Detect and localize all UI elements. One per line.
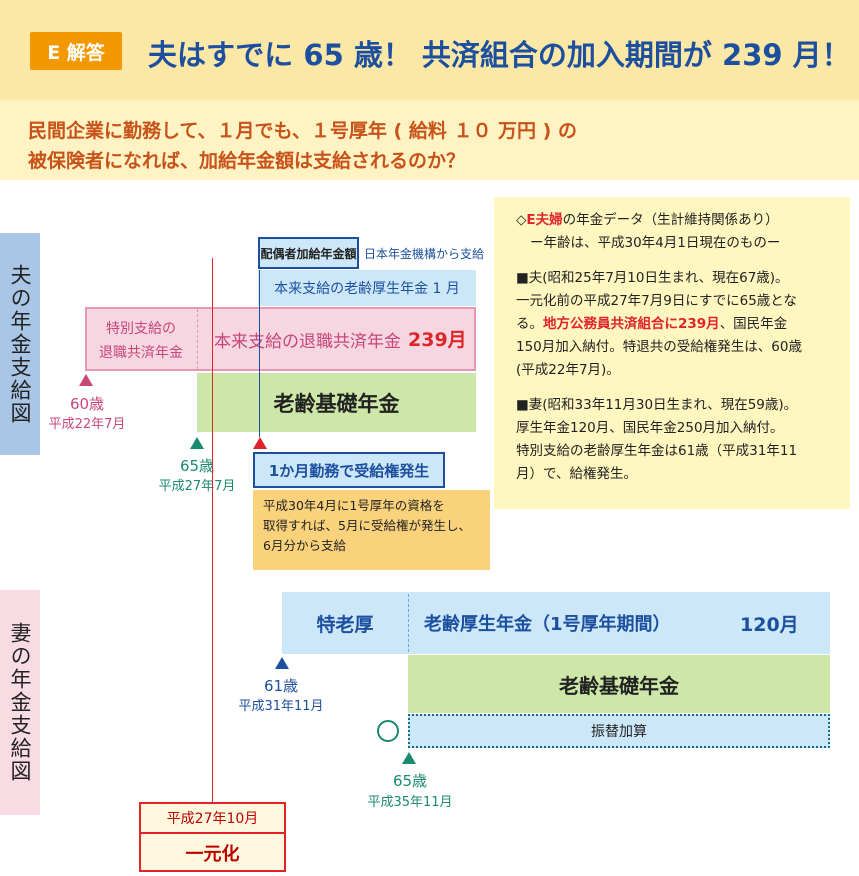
old-age-employee-pension-1-month: 本来支給の老齢厚生年金 1 月 — [258, 270, 476, 306]
transfer-addition: 振替加算 — [408, 714, 830, 748]
wife-basic-pension: 老齢基礎年金 — [408, 655, 830, 713]
info-husband-1: ■夫(昭和25年7月10日生まれ、現在67歳)。 — [516, 270, 789, 286]
wife-age61-date: 平成31年11月 — [238, 698, 324, 714]
info-husband-3-prefix: る。 — [516, 316, 543, 332]
info-husband-3: る。地方公務員共済組合に239月、国民年金 — [516, 313, 832, 336]
answer-badge: E 解答 — [30, 32, 122, 70]
info-husband-2: 一元化前の平成27年7月9日にすでに65歳とな — [516, 293, 797, 309]
info-diamond: ◇ — [516, 212, 527, 228]
info-husband-4: 150月加入納付。特退共の受給権発生は、60歳 — [516, 339, 802, 355]
wife-block-divider — [408, 594, 409, 652]
one-month-note-box: 平成30年4月に1号厚年の資格を 取得すれば、5月に受給権が発生し、 6月分から… — [253, 490, 490, 570]
age65-date: 平成27年7月 — [158, 478, 236, 494]
info-husband-3-rest: 、国民年金 — [719, 316, 788, 332]
wife-age61-label: 61歳 — [263, 676, 299, 695]
one-month-note-1: 平成30年4月に1号厚年の資格を — [263, 498, 445, 513]
info-husband-3-highlight: 地方公務員共済組合に239月 — [543, 316, 720, 332]
question-line-2: 被保険者になれば、加給年金額は支給されるのか？ — [28, 150, 466, 172]
spouse-allowance-note: 日本年金機構から支給 — [364, 247, 485, 261]
info-wife-2: 厚生年金120月、国民年金250月加入納付。 — [516, 420, 784, 436]
question-band — [0, 100, 859, 180]
one-month-note-2: 取得すれば、5月に受給権が発生し、 — [263, 518, 471, 533]
age65-marker-icon — [190, 437, 204, 449]
husband-basic-pension: 老齢基礎年金 — [197, 373, 476, 432]
one-month-work-box: 1か月勤務で受給権発生 — [253, 452, 445, 488]
info-wife-1: ■妻(昭和33年11月30日生まれ、現在59歳)。 — [516, 397, 798, 413]
question-line-1: 民間企業に勤務して、１月でも、１号厚年 ( 給料 １０ 万円 ) の — [28, 120, 577, 142]
wife-age65-label: 65歳 — [392, 771, 428, 790]
special-retirement-label-2: 退職共済年金 — [99, 345, 183, 361]
special-retirement-label-1: 特別支給の — [106, 321, 176, 337]
couple-data-box: ◇E夫婦の年金データ（生計維持関係あり） ー年齢は、平成30年4月1日現在のもの… — [494, 197, 850, 509]
unification-line — [212, 258, 213, 803]
info-husband-5: (平成22年7月)。 — [516, 362, 620, 378]
retirement-divider — [197, 309, 198, 369]
entitlement-marker-icon — [253, 437, 267, 449]
wife-age61-marker-icon — [275, 657, 289, 669]
wife-special-pension: 特老厚 — [316, 613, 374, 636]
wife-employee-pension-label: 老齢厚生年金（1号厚年期間） — [424, 614, 671, 635]
info-couple-name: E夫婦 — [526, 212, 563, 228]
transfer-circle-icon — [377, 720, 399, 742]
unification-label: 一元化 — [185, 844, 240, 865]
wife-age65-date: 平成35年11月 — [367, 794, 453, 810]
wife-side-label: 妻の年金支給図 — [8, 622, 32, 783]
unification-box: 平成27年10月 一元化 — [139, 802, 286, 872]
retirement-pension-block — [85, 307, 476, 371]
header-band — [0, 0, 859, 100]
one-month-note-3: 6月分から支給 — [263, 538, 346, 553]
unification-date: 平成27年10月 — [141, 804, 284, 834]
wife-employee-pension-block — [282, 592, 830, 654]
page-title: 夫はすでに 65 歳！ 共済組合の加入期間が 239 月！ — [148, 38, 851, 72]
age60-marker-icon — [79, 374, 93, 386]
age65-label: 65歳 — [179, 456, 215, 475]
age60-label: 60歳 — [69, 394, 105, 413]
entitlement-guide-line — [259, 270, 260, 437]
spouse-allowance-box: 配偶者加給年金額 — [258, 237, 359, 269]
age60-date: 平成22年7月 — [48, 416, 126, 432]
wife-employee-pension-months: 120月 — [740, 614, 799, 636]
regular-retirement-months: 239月 — [408, 329, 467, 351]
info-line-1: ◇E夫婦の年金データ（生計維持関係あり） — [516, 209, 832, 232]
wife-age65-marker-icon — [402, 752, 416, 764]
husband-side-label: 夫の年金支給図 — [8, 263, 32, 425]
wife-side-label-panel: 妻の年金支給図 — [0, 590, 40, 815]
regular-retirement-label: 本来支給の退職共済年金 — [214, 332, 401, 352]
husband-side-label-panel: 夫の年金支給図 — [0, 233, 40, 455]
info-line-2: ー年齢は、平成30年4月1日現在のものー — [530, 235, 781, 251]
info-wife-3: 特別支給の老齢厚生年金は61歳（平成31年11 — [516, 443, 798, 459]
info-wife-4: 月）で、給権発生。 — [516, 466, 637, 482]
info-line-1-rest: の年金データ（生計維持関係あり） — [562, 212, 779, 228]
